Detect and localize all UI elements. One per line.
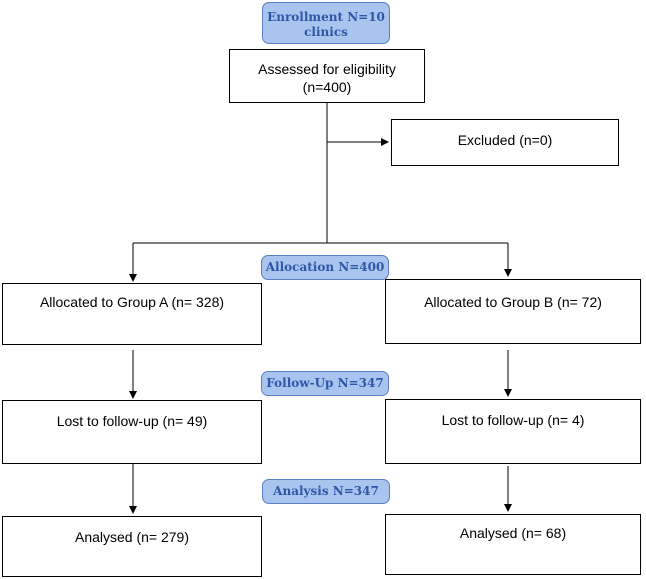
followup-title: Follow-Up N=347 (266, 376, 384, 390)
analysed-b-box: Analysed (n= 68) (385, 514, 641, 575)
analysed-a-box: Analysed (n= 279) (2, 516, 262, 577)
excluded-label: Excluded (n=0) (457, 132, 553, 148)
enrollment-title: Enrollment (267, 10, 343, 24)
assessed-label: Assessed for eligibility (258, 61, 396, 77)
analysis-title: Analysis N=347 (273, 484, 379, 498)
analysed-b-label: Analysed (n= 68) (459, 525, 567, 541)
group-b-label: Allocated to Group B (n= 72) (424, 294, 602, 310)
lost-a-box: Lost to follow-up (n= 49) (2, 400, 262, 464)
analysed-a-label: Analysed (n= 279) (74, 529, 190, 545)
allocation-stage-label: Allocation N=400 (261, 255, 389, 280)
analysis-stage-label: Analysis N=347 (262, 479, 390, 504)
enrollment-count: N=10 clinics (304, 10, 385, 39)
lost-b-label: Lost to follow-up (n= 4) (441, 412, 585, 428)
enrollment-stage-label: Enrollment N=10 clinics (262, 2, 390, 44)
group-a-box: Allocated to Group A (n= 328) (2, 283, 262, 345)
assessed-box: Assessed for eligibility (n=400) (229, 49, 425, 103)
lost-b-box: Lost to follow-up (n= 4) (385, 399, 641, 464)
lost-a-label: Lost to follow-up (n= 49) (56, 413, 208, 429)
group-a-label: Allocated to Group A (n= 328) (39, 294, 225, 310)
followup-stage-label: Follow-Up N=347 (261, 371, 389, 396)
group-b-box: Allocated to Group B (n= 72) (385, 279, 641, 344)
assessed-count: (n=400) (302, 79, 352, 95)
allocation-title: Allocation N=400 (265, 260, 385, 274)
excluded-box: Excluded (n=0) (391, 119, 619, 166)
